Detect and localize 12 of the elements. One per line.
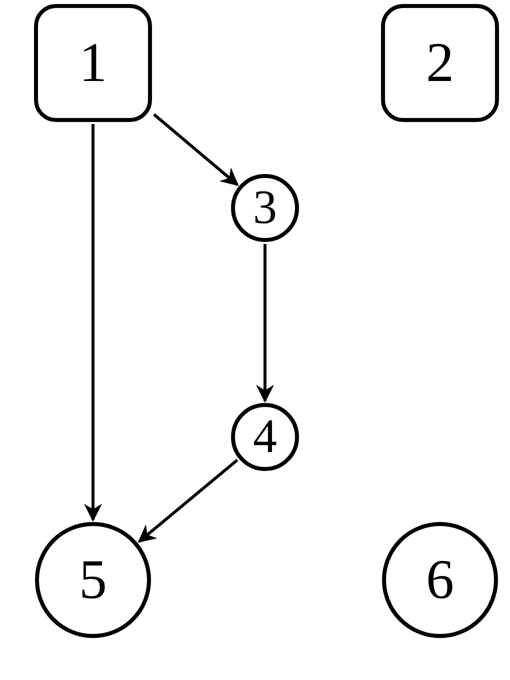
node-label: 4 bbox=[253, 413, 277, 461]
rounded-box-node bbox=[381, 4, 499, 122]
rounded-box-node bbox=[34, 4, 152, 122]
node-label: 6 bbox=[426, 552, 454, 608]
node-label: 2 bbox=[426, 35, 454, 91]
arrow bbox=[138, 458, 238, 543]
node-label: 1 bbox=[79, 35, 107, 91]
arrow bbox=[153, 113, 239, 186]
arrow bbox=[256, 244, 274, 403]
arrow bbox=[84, 124, 102, 522]
node-label: 3 bbox=[253, 184, 277, 232]
node-label: 5 bbox=[79, 552, 107, 608]
